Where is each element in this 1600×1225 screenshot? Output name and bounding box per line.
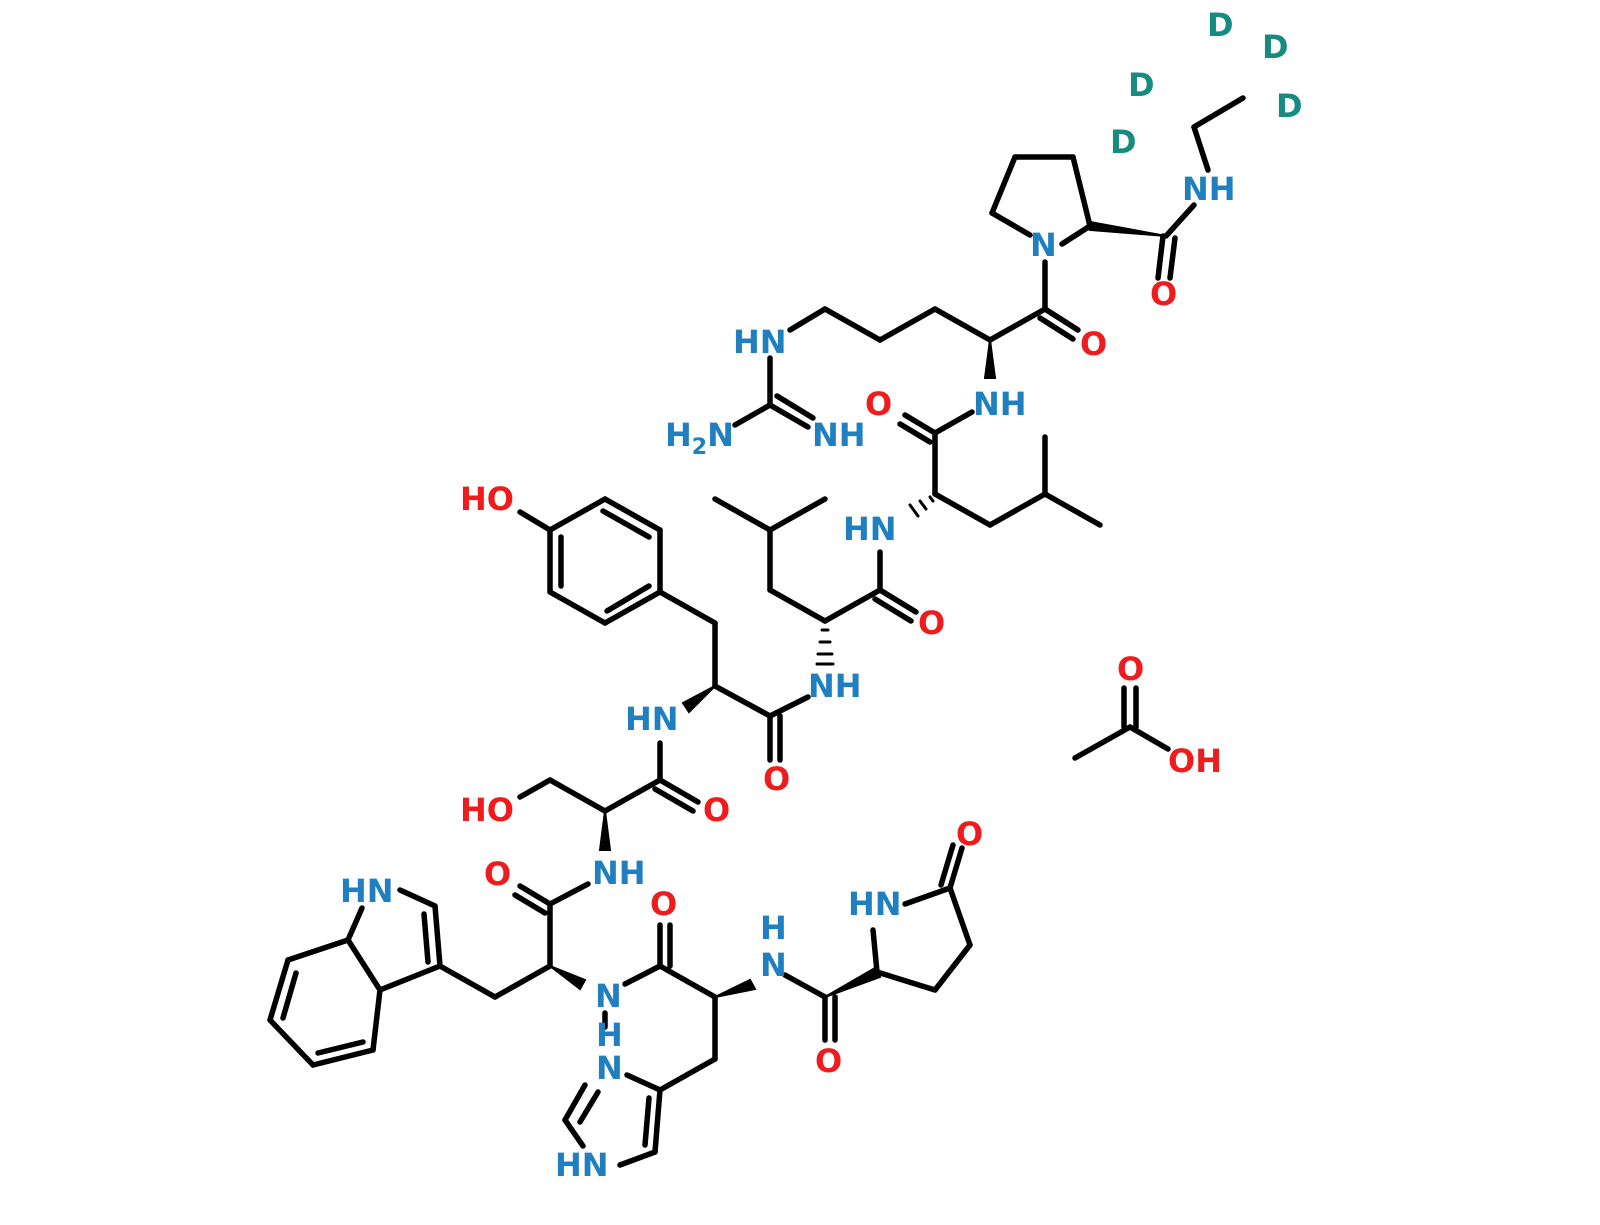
guanidine-h2n-label: H2N: [665, 416, 734, 460]
wedge-bond: [549, 965, 587, 991]
wedge-bond: [1089, 220, 1167, 237]
carbonyl-o-label: O: [815, 1042, 842, 1080]
acetic-o-label: O: [1117, 650, 1144, 688]
carbonyl-o-label: O: [1080, 325, 1107, 363]
wedge-bond: [681, 685, 716, 714]
imidazole-n-label: N: [596, 1049, 623, 1087]
carbonyl-o-label: O: [763, 760, 790, 798]
amide-nh-label: NH: [1182, 170, 1236, 208]
pyroglutamate-hn-label: HN: [848, 885, 902, 923]
bond-layer: [267, 95, 1246, 1168]
histidine-h-label: H: [760, 909, 787, 947]
lactam-o-label: O: [956, 815, 983, 853]
wedge-bond: [824, 966, 882, 998]
deuterium-label: D: [1262, 28, 1289, 66]
wedge-bond: [983, 339, 997, 379]
imidazole-hn-label: HN: [555, 1146, 609, 1184]
deuterium-label: D: [1110, 123, 1137, 161]
carbonyl-o-label: O: [650, 885, 677, 923]
proline-n-label: N: [1030, 226, 1057, 264]
phenol-ho-label: HO: [460, 480, 514, 518]
hash-bond: [908, 495, 935, 518]
deuterium-label: D: [1128, 66, 1155, 104]
carbonyl-o-label: O: [484, 855, 511, 893]
serine-nh-label: NH: [592, 854, 646, 892]
histidine-n-label: N: [760, 946, 787, 984]
acetic-oh-label: OH: [1168, 742, 1222, 780]
deuterium-label: D: [1276, 87, 1303, 125]
carbonyl-o-label: O: [918, 604, 945, 642]
leucine-nh-label: NH: [808, 667, 862, 705]
tryptophan-n-label: N: [595, 977, 622, 1015]
wedge-bond: [714, 978, 757, 998]
label-layer: D D D D D NH N O O HN NH H2N NH O HN O N…: [340, 6, 1303, 1184]
hash-bond: [815, 628, 835, 666]
deuterium-label: D: [1207, 6, 1234, 44]
leucine-hn-label: HN: [843, 510, 897, 548]
tyrosine-hn-label: HN: [625, 700, 679, 738]
guanidine-hn-label: HN: [733, 323, 787, 361]
carbonyl-o-label: O: [865, 385, 892, 423]
carbonyl-o-label: O: [1150, 275, 1177, 313]
serine-ho-label: HO: [460, 791, 514, 829]
imidazole-h-label: H: [596, 1016, 623, 1054]
carbonyl-o-label: O: [703, 791, 730, 829]
guanidine-nh-label: NH: [812, 416, 866, 454]
wedge-bond: [598, 810, 612, 851]
arginine-nh-label: NH: [973, 385, 1027, 423]
indole-hn-label: HN: [340, 872, 394, 910]
